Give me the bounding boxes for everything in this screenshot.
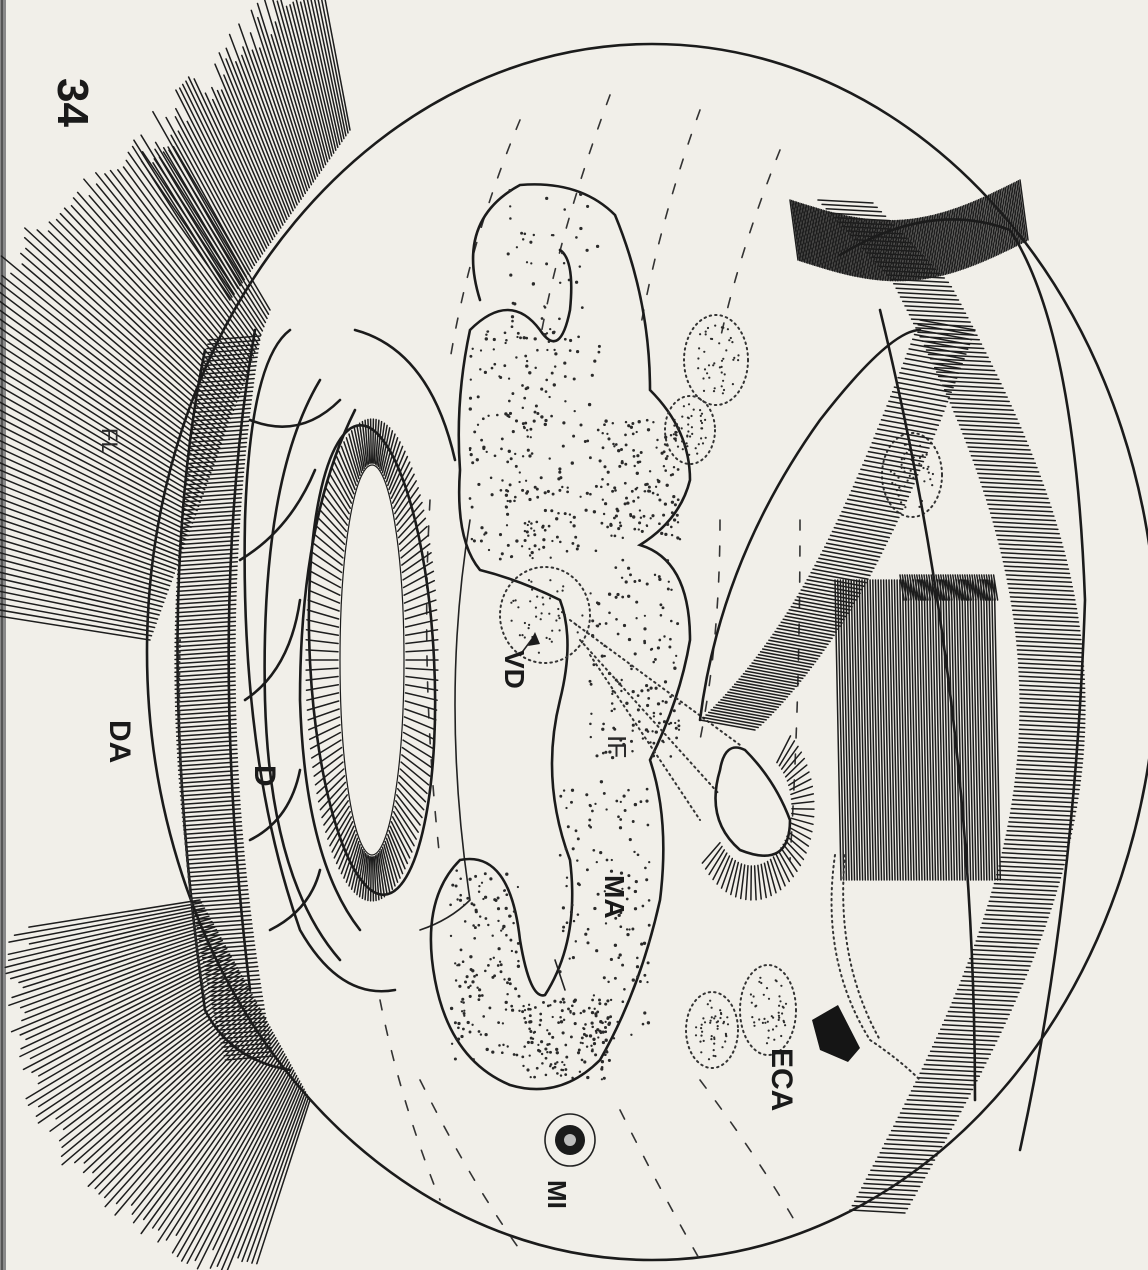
oral-cavity [298, 419, 446, 901]
ventral-duct-line-1 [580, 640, 720, 795]
label-d: D [248, 765, 281, 787]
label-vd: VD [499, 650, 530, 689]
macronucleus-outline [431, 184, 690, 1089]
scan-edge-shadow [1, 0, 3, 1270]
figure-number: 34 [48, 78, 97, 127]
loop-cirrus [716, 748, 791, 856]
label-ma: MA [599, 875, 630, 919]
lower-cilia-fan [5, 900, 310, 1270]
label-fl: FL [97, 428, 122, 454]
label-mi: MI [542, 1180, 572, 1209]
label-da: DA [103, 720, 136, 763]
micronucleus [545, 1114, 595, 1166]
caudal-cirri-block [835, 575, 1000, 880]
vd-arrowhead [528, 632, 540, 646]
eca-dotted-row-2 [843, 855, 880, 1040]
label-eca: ECA [765, 1048, 798, 1111]
cytoplasm-striations [380, 95, 800, 1260]
eca-arrow [812, 1005, 860, 1062]
label-if: IF [602, 735, 632, 758]
